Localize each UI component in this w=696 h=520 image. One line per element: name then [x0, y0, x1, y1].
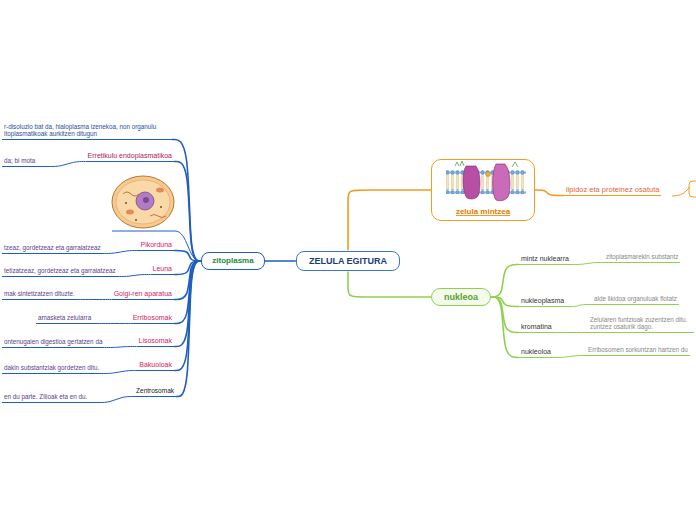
branch-label: Erribosomak [133, 314, 172, 322]
cell-illustration [112, 176, 174, 228]
branch-connector [174, 162, 201, 262]
branch-label: nukleoloa [521, 348, 551, 356]
branch-connector [491, 297, 519, 307]
detail-note: alde likidoa organuluak flotatz [592, 295, 679, 305]
branch-label: tzeaz, gordetzeaz eta garraiatzeaz [4, 244, 101, 252]
branch-label: en du parte. Zilioak eta en du. [4, 393, 96, 401]
branch-connector [49, 162, 85, 167]
branch-connector [118, 275, 151, 277]
branch-connector [265, 260, 296, 262]
subtopic: Erribosomak [131, 314, 174, 324]
subtopic: nukleoloa [519, 348, 553, 358]
branch-connector [77, 299, 112, 300]
branch-line [112, 231, 200, 261]
branch-connector [491, 297, 519, 358]
branch-connector [535, 190, 564, 196]
branch-label: dakin substantziak gordetzen ditu. [4, 364, 99, 372]
subtopic: Leuna [151, 265, 174, 275]
branch-connector [554, 332, 588, 333]
branch-label: alde likidoa organuluak flotatz [594, 295, 677, 303]
branch-connector [348, 190, 431, 251]
branch-label: ontenugaien digestioa gertatzen da [4, 338, 102, 346]
detail-note: tzeaz, gordetzeaz eta garraiatzeaz [2, 244, 103, 254]
detail-note: Erribosomen sorkuntzan hartzen du [586, 346, 690, 356]
branch-connector [566, 305, 592, 307]
detail-note: Zelularen funtzioak zuzentzen ditu. zunt… [588, 316, 694, 333]
detail-note: ontenugaien digestioa gertatzen da [2, 338, 104, 348]
branch-connector [174, 261, 201, 300]
detail-note: en du parte. Zilioak eta en du. [2, 393, 98, 403]
branch-label: Zentrosomak [136, 387, 174, 395]
branch-label: amasketa zelularra [38, 314, 91, 322]
branch-stub [672, 187, 690, 196]
subtopic: Zentrosomak [134, 387, 176, 397]
branch-connector [98, 397, 134, 403]
branch-connector [172, 140, 201, 262]
image-topic: zelula mintzea [431, 159, 535, 221]
branch-connector [103, 251, 139, 254]
branch-connector [491, 297, 519, 333]
branch-connector [174, 261, 201, 324]
central-topic: ZELULA EGITURA [296, 251, 400, 272]
main-topic: zitoplasma [201, 252, 264, 270]
topic-label: zelula mintzea [456, 207, 510, 217]
branch-connector [348, 271, 431, 297]
detail-note: dakin substantziak gordetzen ditu. [2, 364, 101, 374]
branch-stub [689, 181, 696, 197]
subtopic: kromatina [519, 323, 554, 333]
subtopic: Golgi-ren aparatua [112, 290, 174, 300]
branch-label: Golgi-ren aparatua [114, 290, 172, 298]
branch-label: Erribosomen sorkuntzan hartzen du [588, 346, 688, 354]
branch-label: Zelularen funtzioak zuzentzen ditu. zunt… [590, 316, 692, 331]
branch-label: da; bi mota [4, 157, 35, 165]
subtopic: Erretikulu endoplasmatikoa [86, 152, 174, 162]
branch-label: r-disoluzio bat da, hialoplasma izenekoa… [4, 123, 170, 138]
branch-label: Leuna [153, 265, 172, 273]
detail-note: tetizatzeaz, gordetzeaz eta garraiatzeaz [2, 267, 118, 277]
branch-label: kromatina [521, 323, 552, 331]
branch-label: tetizatzeaz, gordetzeaz eta garraiatzeaz [4, 267, 116, 275]
topic-label: ZELULA EGITURA [309, 256, 387, 267]
subtopic: Bakuoloak [137, 361, 174, 371]
branch-label: Erretikulu endoplasmatikoa [88, 152, 172, 160]
branch-label: lipidoz eta proteinez osatuta [566, 185, 659, 194]
branch-connector [176, 261, 201, 397]
detail-note: da; bi mota [2, 157, 49, 167]
subtopic: lipidoz eta proteinez osatuta [564, 185, 661, 196]
subtopic: Lisosomak [137, 337, 174, 347]
branch-label: nukleoplasma [521, 297, 564, 305]
detail-note: mak sintetizatzen dituzte. [2, 290, 77, 300]
detail-note: zitoplasmarekin substantz [604, 253, 680, 263]
branch-connector [174, 251, 201, 262]
branch-connector [174, 261, 201, 275]
topic-label: nukleoa [444, 292, 478, 303]
branch-connector [101, 371, 137, 374]
membrane-illustration [446, 161, 526, 201]
detail-note: r-disoluzio bat da, hialoplasma izenekoa… [2, 123, 172, 140]
branch-connector [99, 323, 131, 324]
branch-label: Pikorduna [140, 241, 172, 249]
main-topic: nukleoa [431, 288, 491, 307]
branch-label: mak sintetizatzen dituzte. [4, 290, 75, 298]
branch-label: Lisosomak [139, 337, 172, 345]
branch-connector [571, 263, 604, 265]
branch-connector [104, 347, 136, 348]
branch-label: Bakuoloak [139, 361, 172, 369]
branch-label: zitoplasmarekin substantz [606, 253, 678, 261]
branch-label: mintz nuklearra [521, 255, 569, 263]
branch-connector [491, 265, 519, 297]
subtopic: nukleoplasma [519, 297, 566, 307]
branch-connector [553, 356, 586, 358]
topic-label: zitoplasma [212, 256, 253, 266]
subtopic: mintz nuklearra [519, 255, 571, 265]
subtopic: Pikorduna [138, 241, 174, 251]
detail-note: amasketa zelularra [36, 314, 99, 324]
